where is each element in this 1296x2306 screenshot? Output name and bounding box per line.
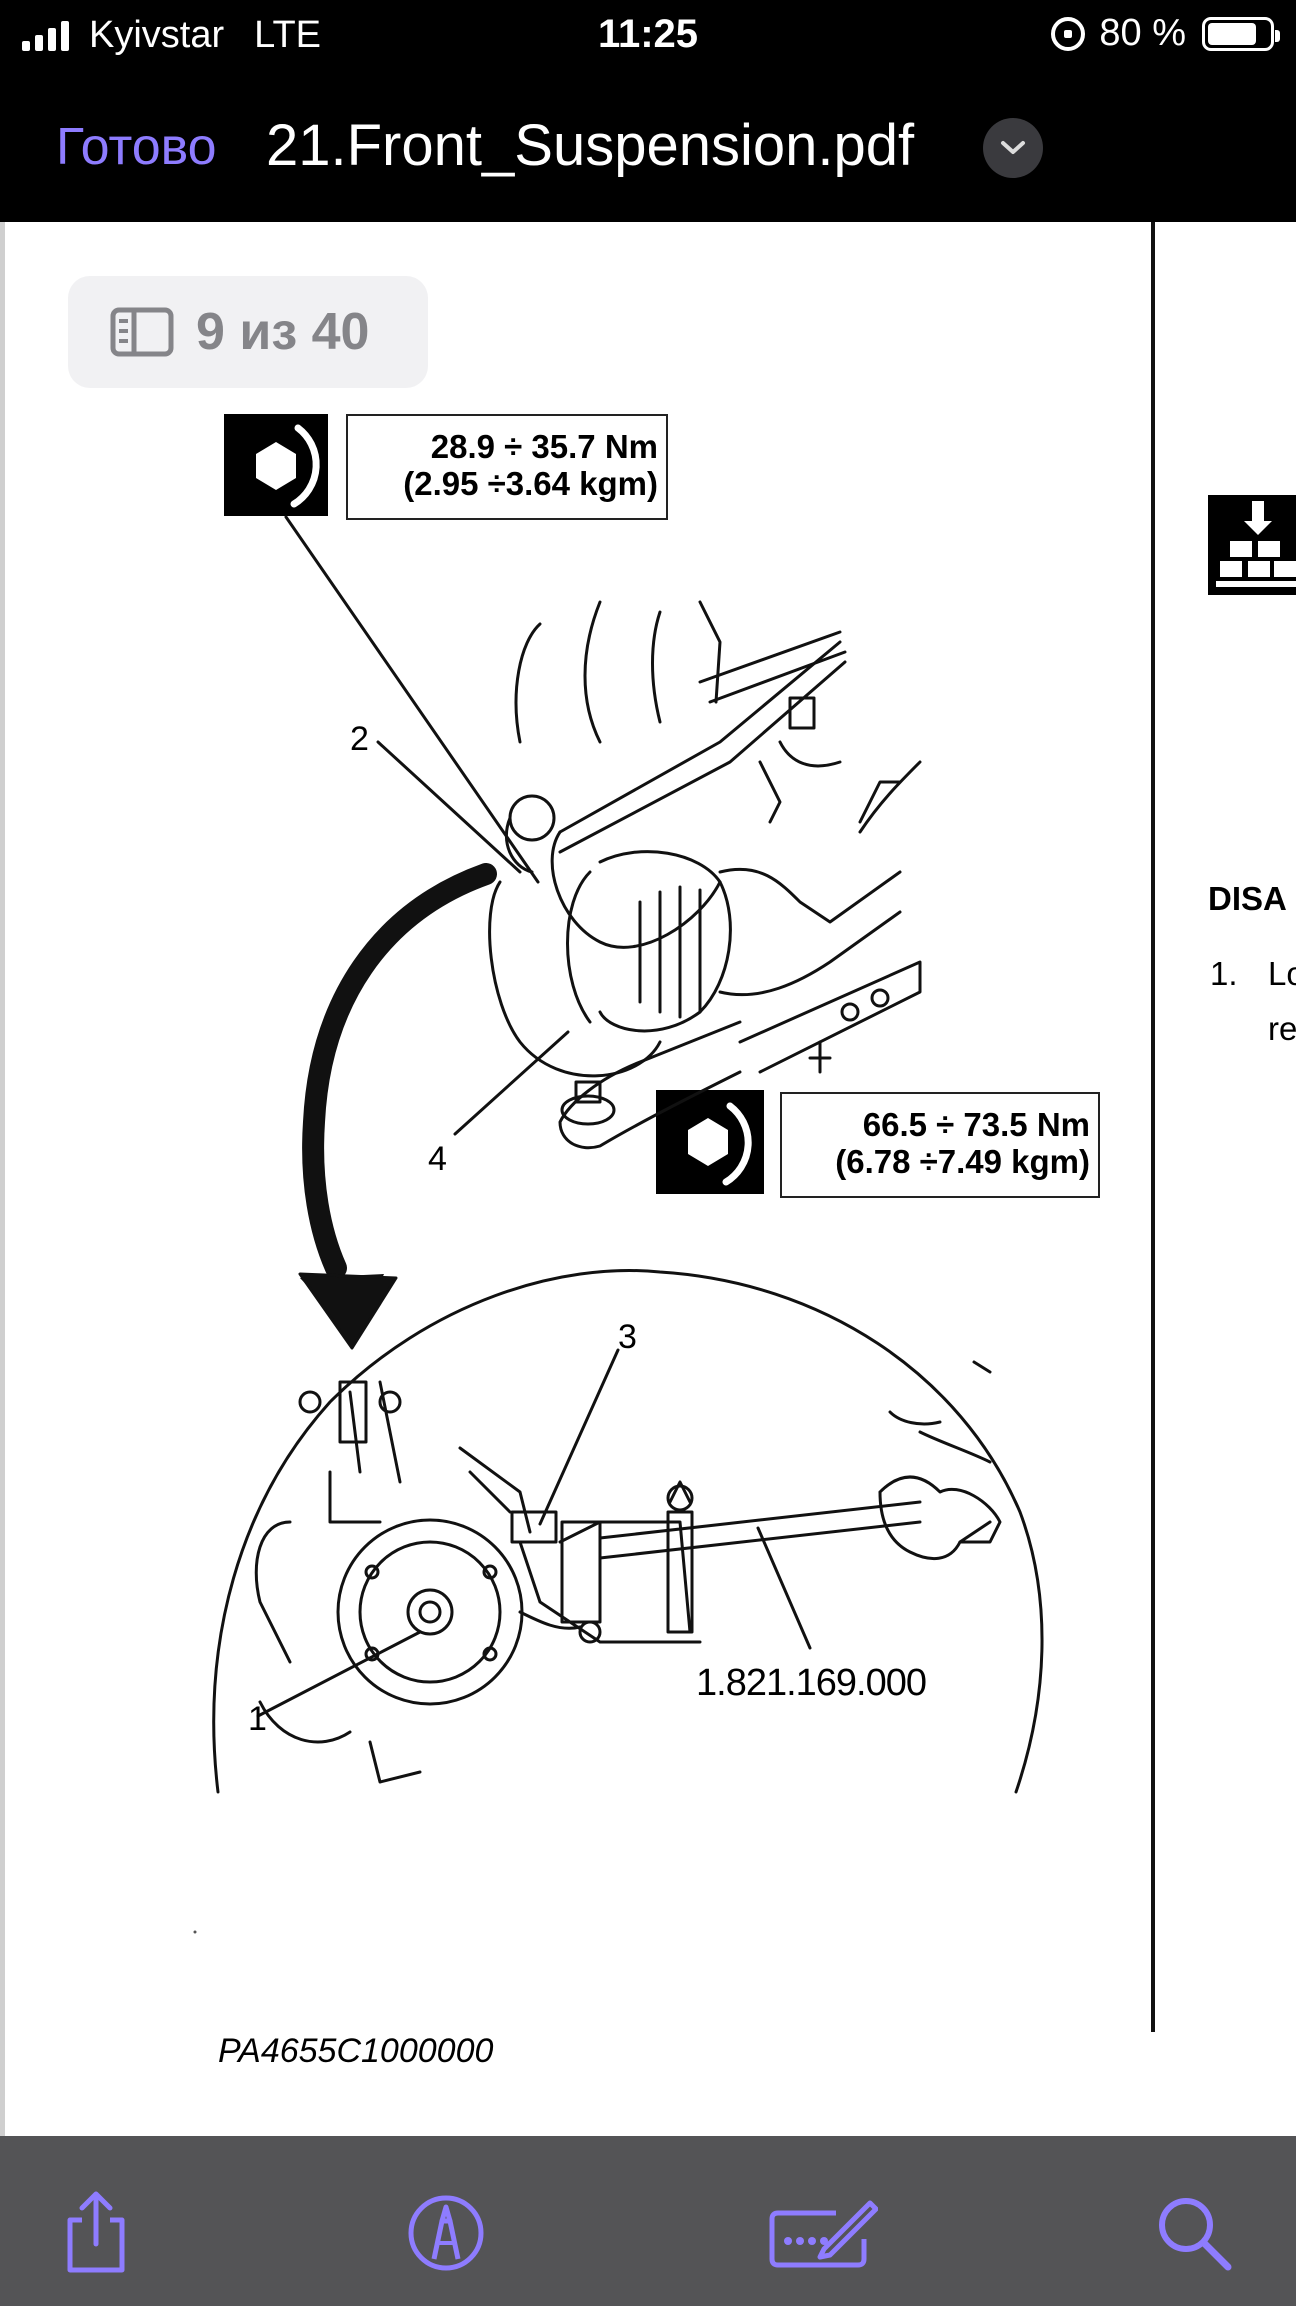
status-bar: Kyivstar LTE 11:25 80 % [0, 0, 1296, 72]
torque-spec-lower-nm: 66.5 ÷ 73.5 Nm [862, 1106, 1090, 1143]
next-page-step-number: 1. [1210, 955, 1238, 992]
suspension-diagram [193, 414, 1044, 1934]
torque-spec-lower-kgm: (6.78 ÷7.49 kgm) [835, 1143, 1090, 1180]
next-page-step-line2: re [1268, 1010, 1296, 1047]
disassembly-icon [1208, 495, 1296, 595]
share-button[interactable] [56, 2188, 136, 2278]
orientation-lock-icon [1051, 16, 1086, 51]
clock: 11:25 [597, 12, 699, 56]
document-title[interactable]: 21.Front_Suspension.pdf [266, 113, 915, 178]
signature-icon [769, 2200, 878, 2268]
torque-spec-lower: 66.5 ÷ 73.5 Nm (6.78 ÷7.49 kgm) [780, 1092, 1100, 1198]
callout-2: 2 [350, 720, 369, 758]
battery-percent: 80 % [1099, 12, 1186, 54]
battery-icon [1202, 16, 1280, 51]
search-icon [1159, 2198, 1232, 2271]
tool-part-number: 1.821.169.000 [696, 1662, 927, 1704]
next-page-step-line1: Lo [1268, 955, 1296, 992]
torque-spec-upper-nm: 28.9 ÷ 35.7 Nm [430, 428, 658, 465]
callout-3: 3 [618, 1318, 637, 1356]
signature-button[interactable] [766, 2188, 878, 2278]
page-divider [1151, 222, 1155, 2032]
page-edge [0, 222, 5, 2136]
pdf-page-view[interactable]: 9 из 40 28.9 ÷ 35.7 Nm (2.95 ÷3.64 kgm) … [0, 222, 1296, 2136]
chevron-down-icon [1001, 141, 1025, 154]
torque-spec-upper-kgm: (2.95 ÷3.64 kgm) [403, 465, 658, 502]
cell-signal-icon [22, 20, 69, 51]
bottom-toolbar [0, 2136, 1296, 2306]
page-indicator[interactable]: 9 из 40 [68, 276, 428, 388]
navigation-bar: Готово 21.Front_Suspension.pdf [0, 72, 1296, 222]
title-menu-button[interactable] [983, 118, 1043, 178]
next-page-heading: DISA [1208, 880, 1287, 917]
share-icon [67, 2191, 125, 2273]
network-type: LTE [254, 14, 322, 56]
search-button[interactable] [1154, 2188, 1234, 2278]
markup-icon [408, 2195, 484, 2271]
done-button[interactable]: Готово [56, 118, 217, 176]
carrier-name: Kyivstar [89, 14, 225, 56]
markup-button[interactable] [406, 2188, 486, 2278]
torque-spec-upper: 28.9 ÷ 35.7 Nm (2.95 ÷3.64 kgm) [346, 414, 668, 520]
page-indicator-label: 9 из 40 [196, 303, 370, 361]
sidebar-toggle-icon [110, 307, 174, 357]
callout-4: 4 [428, 1140, 447, 1178]
battery-fill [1208, 22, 1256, 45]
figure-reference-code: PA4655C1000000 [218, 2032, 494, 2070]
callout-1: 1 [248, 1700, 267, 1738]
